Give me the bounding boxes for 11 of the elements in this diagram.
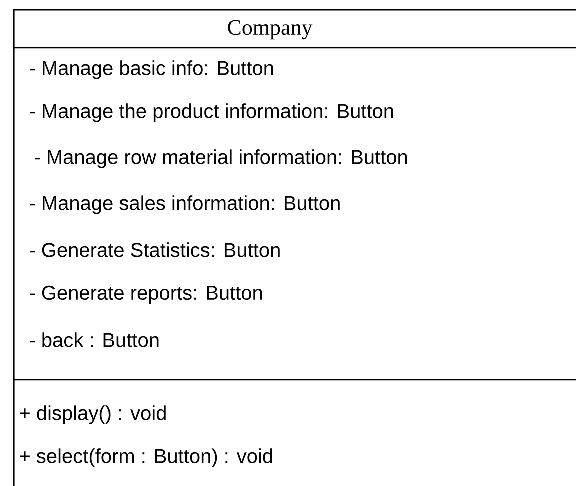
method-text: + display() : void [20, 406, 166, 424]
class-box [13, 9, 576, 486]
attribute-text: - Manage row material information: Button [35, 150, 408, 168]
attribute-text: - Generate reports: Button [30, 286, 262, 304]
attribute-text: - Generate Statistics: Button [30, 242, 280, 258]
class-name: Company [228, 20, 313, 40]
attribute-text: - Manage the product information: Button [30, 104, 394, 122]
attribute-text: - Manage sales information: Button [30, 196, 340, 214]
method-text: + select(form : Button) : void [20, 448, 272, 468]
attribute-text: - Manage basic info: Button [30, 60, 274, 80]
attribute-text: - back : Button [30, 332, 159, 348]
